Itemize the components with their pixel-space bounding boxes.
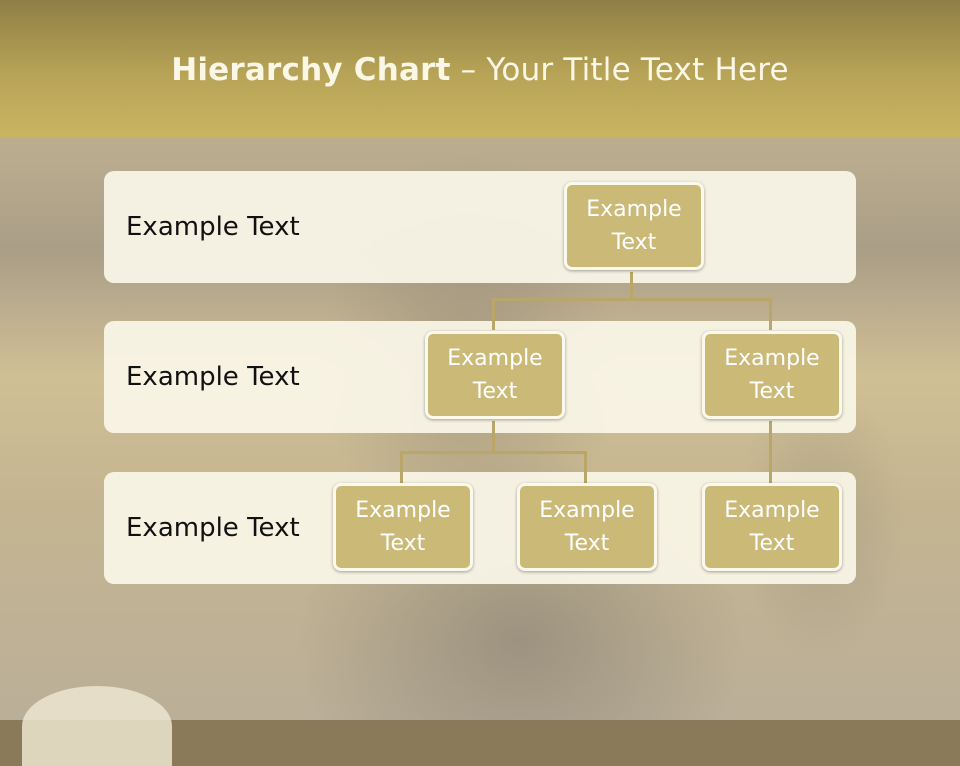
level-label-3[interactable]: Example Text [126, 513, 300, 543]
title-rest: – Your Title Text Here [450, 52, 789, 88]
node-leaf-3[interactable]: Example Text [702, 483, 842, 571]
connector-to-mid-left [492, 298, 495, 330]
node-leaf-2-label: Example Text [539, 498, 635, 556]
connector-to-leaf-1 [400, 451, 403, 483]
node-root[interactable]: Example Text [564, 182, 704, 270]
level-label-2[interactable]: Example Text [126, 362, 300, 392]
slide-title[interactable]: Hierarchy Chart – Your Title Text Here [0, 52, 960, 88]
title-bar: Hierarchy Chart – Your Title Text Here [0, 0, 960, 137]
node-leaf-1[interactable]: Example Text [333, 483, 473, 571]
connector-root-down [630, 272, 633, 300]
node-mid-left[interactable]: Example Text [425, 331, 565, 419]
level-band-1: Example Text [104, 171, 856, 283]
node-leaf-3-label: Example Text [724, 498, 820, 556]
connector-to-leaf-3 [769, 421, 772, 483]
node-mid-right-label: Example Text [724, 346, 820, 404]
node-mid-right[interactable]: Example Text [702, 331, 842, 419]
connector-root-horizontal [492, 298, 772, 301]
connector-mid-left-horizontal [400, 451, 587, 454]
cup-shape [22, 686, 172, 766]
node-root-label: Example Text [586, 197, 682, 255]
level-label-1[interactable]: Example Text [126, 212, 300, 242]
connector-mid-left-down [492, 421, 495, 453]
title-bold: Hierarchy Chart [171, 52, 451, 88]
connector-to-leaf-2 [584, 451, 587, 483]
node-mid-left-label: Example Text [447, 346, 543, 404]
node-leaf-1-label: Example Text [355, 498, 451, 556]
connector-to-mid-right [769, 298, 772, 330]
node-leaf-2[interactable]: Example Text [517, 483, 657, 571]
